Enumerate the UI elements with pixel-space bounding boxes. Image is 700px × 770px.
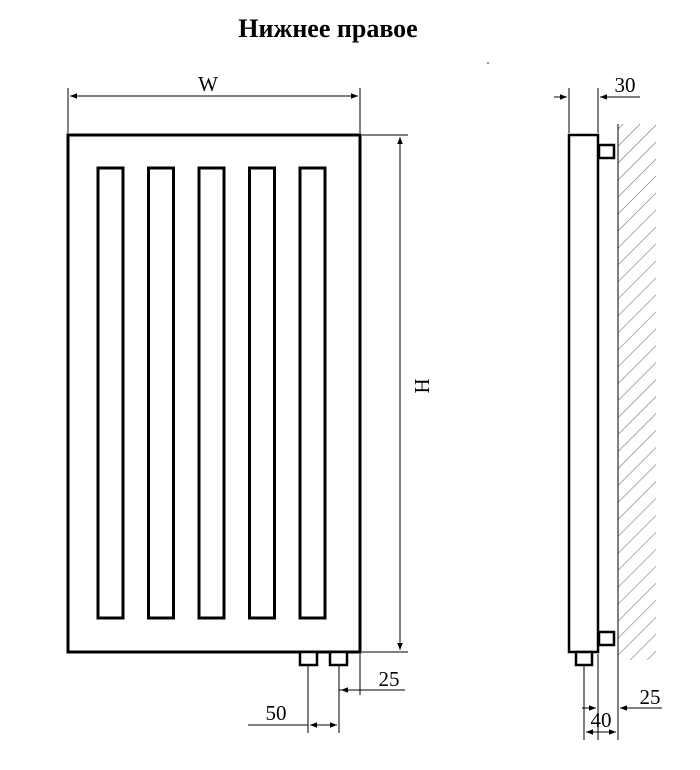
height-dimension bbox=[362, 134, 408, 653]
vertical-slot bbox=[298, 166, 327, 620]
depth-dimension bbox=[554, 88, 640, 133]
front-view bbox=[66, 133, 362, 667]
side-connector bbox=[574, 650, 594, 667]
depth-label: 30 bbox=[615, 73, 636, 97]
radiator-side-panel bbox=[567, 133, 600, 654]
stray-dot bbox=[487, 62, 489, 64]
diagram-title: Нижнее правое bbox=[238, 14, 418, 43]
height-label: H bbox=[410, 378, 434, 393]
vertical-slot bbox=[147, 166, 175, 620]
connector-left bbox=[298, 650, 319, 667]
vertical-slot bbox=[197, 166, 226, 620]
pipe-offset-label: 25 bbox=[379, 667, 400, 691]
vertical-slots bbox=[96, 166, 327, 620]
width-label: W bbox=[198, 72, 218, 96]
vertical-slot bbox=[248, 166, 276, 620]
pipe-offset-dimension bbox=[338, 654, 405, 733]
wall-clearance-label: 25 bbox=[640, 685, 661, 709]
bottom-connectors bbox=[298, 650, 349, 667]
pipe-spacing-dimension bbox=[248, 665, 337, 733]
wall-hatch bbox=[618, 124, 656, 660]
wall-bracket-bottom bbox=[597, 630, 616, 647]
side-view bbox=[567, 124, 656, 667]
connector-right bbox=[328, 650, 349, 667]
radiator-panel bbox=[66, 133, 362, 654]
pipe-spacing-label: 50 bbox=[266, 701, 287, 725]
pipe-depth-dimension bbox=[583, 665, 616, 740]
vertical-slot bbox=[96, 166, 125, 620]
pipe-depth-label: 40 bbox=[591, 708, 612, 732]
width-dimension bbox=[67, 88, 361, 133]
wall-bracket-top bbox=[597, 143, 616, 160]
